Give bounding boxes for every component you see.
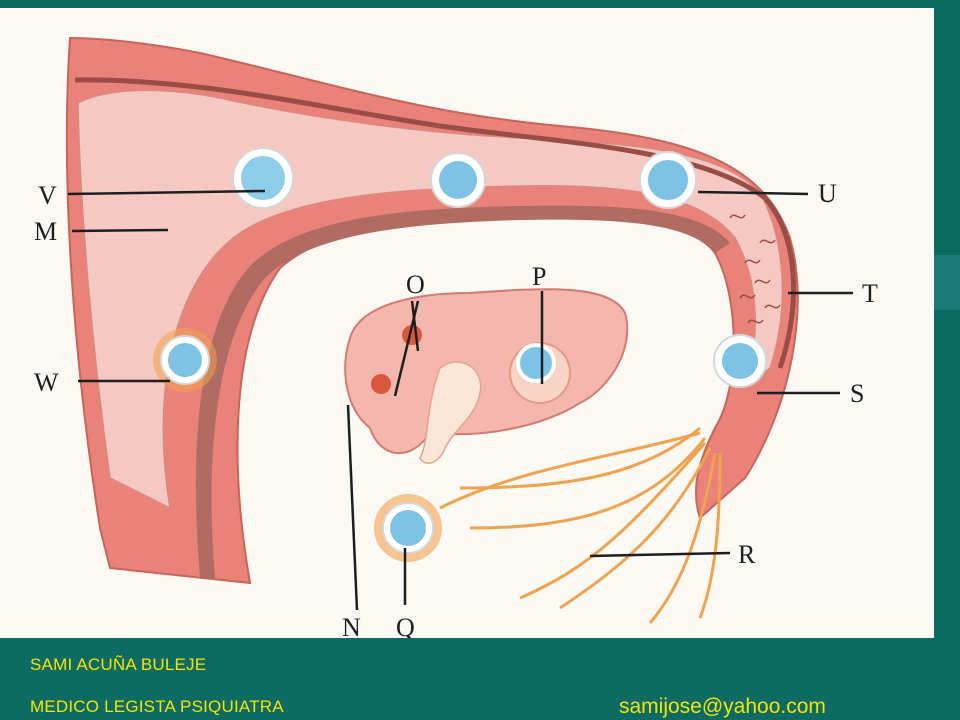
label-u: U [818, 179, 837, 208]
morula-cell-core [241, 156, 285, 200]
ovary [344, 288, 629, 454]
sperm-cells [729, 214, 781, 324]
follicle-2 [371, 374, 391, 394]
implanting-blastocyst-inner [168, 343, 202, 377]
label-s: S [850, 379, 864, 408]
released-ovum-core [390, 510, 426, 546]
zygote-core [648, 160, 688, 200]
fertilized-ovum-core [722, 343, 758, 379]
side-tab [934, 255, 960, 310]
label-o: O [406, 270, 425, 299]
diagram-panel: V M W O P U T S R N Q [0, 8, 934, 638]
label-w: W [34, 368, 59, 397]
author-title: MEDICO LEGISTA PSIQUIATRA [30, 697, 284, 716]
ruptured-follicle [419, 361, 482, 464]
author-email: samijose@yahoo.com [619, 695, 826, 718]
fertilization-diagram: V M W O P U T S R N Q [34, 36, 878, 638]
ovum-in-ovary [516, 343, 556, 383]
author-name: SAMI ACUÑA BULEJE [30, 655, 207, 674]
label-n: N [342, 613, 361, 638]
four-cell-core [439, 161, 477, 199]
leader-lines [67, 189, 853, 611]
label-t: T [862, 279, 878, 308]
label-r: R [738, 540, 756, 569]
label-p: P [532, 262, 546, 291]
wall-stripe [74, 77, 797, 369]
label-q: Q [396, 613, 415, 638]
label-m: M [34, 217, 57, 246]
label-v: V [38, 181, 57, 210]
fimbriae [439, 426, 722, 624]
